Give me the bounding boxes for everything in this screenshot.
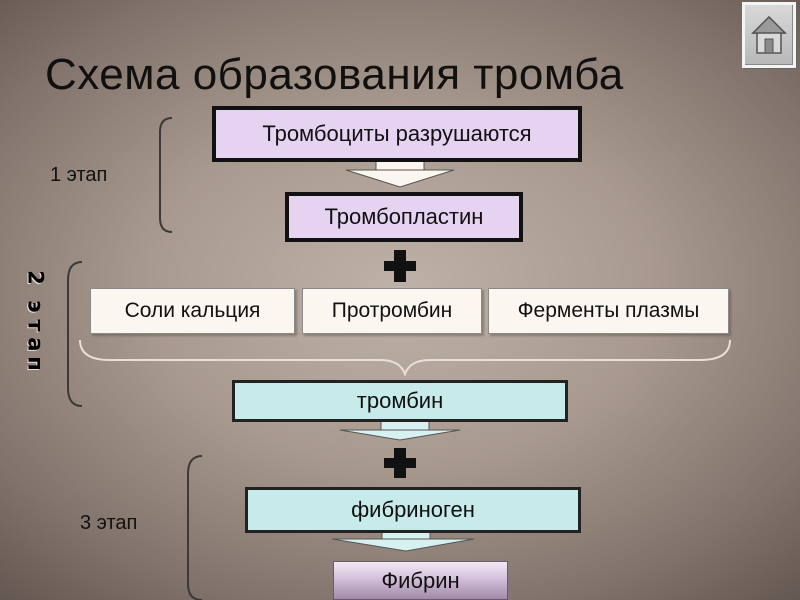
stage1-label: 1 этап <box>50 164 108 186</box>
prothrombin-box: Протромбин <box>302 288 482 334</box>
stage2-bracket <box>67 261 83 407</box>
thromboplastin-box: Тромбопластин <box>285 192 523 242</box>
home-icon <box>751 15 787 54</box>
stage1-bracket <box>159 117 173 233</box>
stage2-label: 2 э т а п <box>22 268 48 373</box>
platelets-box: Тромбоциты разрушаются <box>212 106 582 162</box>
arrow-down-icon <box>345 159 455 188</box>
fibrin-box: Фибрин <box>333 561 508 600</box>
slide-title: Схема образования тромба <box>45 50 624 99</box>
calcium-salts-box: Соли кальция <box>90 288 295 334</box>
arrow-down-icon <box>331 530 475 552</box>
plus-icon <box>384 250 416 282</box>
stage3-label: 3 этап <box>80 512 138 534</box>
plus-icon <box>384 448 416 478</box>
plasma-enzymes-box: Ферменты плазмы <box>488 288 729 334</box>
thrombin-box: тромбин <box>232 380 568 422</box>
stage3-bracket <box>187 455 203 600</box>
stage2-char: п <box>23 356 48 371</box>
arrow-down-icon <box>339 419 461 441</box>
components-brace <box>79 339 731 377</box>
home-button[interactable] <box>742 2 796 68</box>
fibrinogen-box: фибриноген <box>245 487 581 533</box>
